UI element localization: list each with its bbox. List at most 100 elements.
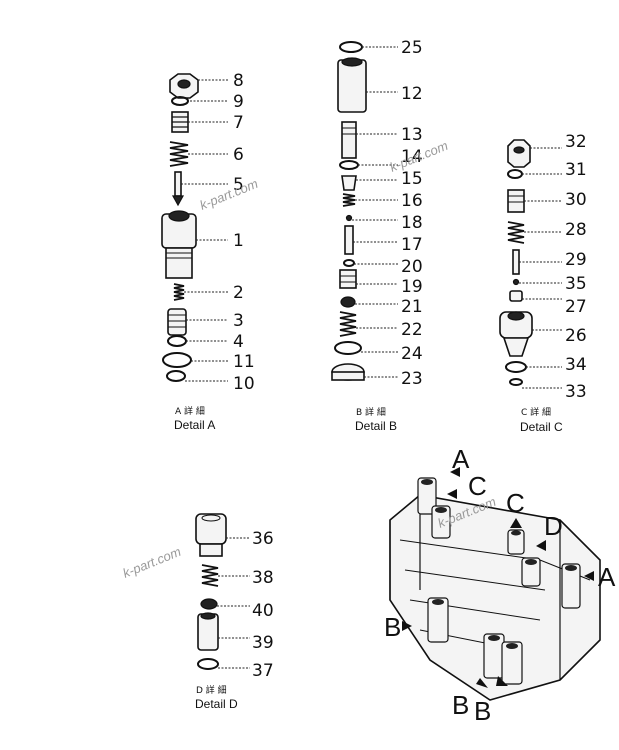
callout-27: 27 <box>565 297 587 317</box>
part-32-nut <box>507 139 531 168</box>
detail-c-group: 32 31 30 28 29 35 27 26 34 33 C 詳 細 Deta… <box>499 132 587 434</box>
detail-a-caption: Detail A <box>174 418 215 432</box>
part-17-stem <box>344 225 354 255</box>
part-38-spring <box>201 564 219 587</box>
detail-a-jp: A 詳 細 <box>175 405 205 417</box>
detail-c-jp: C 詳 細 <box>521 406 551 418</box>
callout-2: 2 <box>233 283 244 303</box>
detail-a-group: 8 9 7 6 5 1 2 3 4 11 10 A 詳 細 Detail A <box>161 71 255 432</box>
callout-28: 28 <box>565 220 587 240</box>
callout-26: 26 <box>565 326 587 346</box>
callout-31: 31 <box>565 160 587 180</box>
part-5-pin <box>171 171 185 207</box>
callout-20: 20 <box>401 257 423 277</box>
part-16-spring <box>342 193 356 207</box>
part-37-oring <box>197 658 219 670</box>
part-3-seat <box>167 308 187 336</box>
callout-35: 35 <box>565 274 587 294</box>
callout-40: 40 <box>252 601 274 621</box>
assembly-label-c-mid: C <box>506 488 525 518</box>
part-33-oring <box>509 378 523 386</box>
callout-22: 22 <box>401 320 423 340</box>
part-36-cap <box>195 513 227 557</box>
callout-23: 23 <box>401 369 423 389</box>
part-15-poppet <box>341 175 357 191</box>
callout-21: 21 <box>401 297 423 317</box>
callout-9: 9 <box>233 92 244 112</box>
part-2-spring <box>173 283 185 301</box>
detail-d-jp: D 詳 細 <box>196 684 227 696</box>
part-19-piston <box>339 269 357 289</box>
assembly-label-a-right: A <box>598 562 616 592</box>
part-28-spring <box>507 221 525 244</box>
detail-c-caption: Detail C <box>520 420 563 434</box>
callout-14: 14 <box>401 147 423 167</box>
callout-38: 38 <box>252 568 274 588</box>
callout-1: 1 <box>233 231 244 251</box>
valve-assembly-illustration: A C C D A B B B <box>384 444 616 726</box>
assembly-label-c-left: C <box>468 471 487 501</box>
part-25-oring <box>339 41 363 53</box>
callout-39: 39 <box>252 633 274 653</box>
callout-11: 11 <box>233 352 255 372</box>
assembly-label-b-left: B <box>384 612 401 642</box>
callout-7: 7 <box>233 113 244 133</box>
callout-8: 8 <box>233 71 244 91</box>
part-9-oring <box>171 96 189 106</box>
part-8-nut <box>169 73 199 99</box>
callout-37: 37 <box>252 661 274 681</box>
part-27-seat <box>509 290 523 302</box>
callout-33: 33 <box>565 382 587 402</box>
assembly-label-d: D <box>544 511 563 541</box>
callout-17: 17 <box>401 235 423 255</box>
part-20-ring <box>343 259 355 267</box>
part-10-oring <box>166 370 186 382</box>
watermark-d: k-part.com <box>121 544 184 581</box>
part-12-cap <box>337 57 367 113</box>
callout-4: 4 <box>233 332 244 352</box>
watermark-a: k-part.com <box>198 176 261 213</box>
part-14-oring <box>339 160 359 170</box>
detail-d-group: 36 38 40 39 37 D 詳 細 Detail D <box>195 513 274 711</box>
callout-25: 25 <box>401 38 423 58</box>
part-13-plug <box>341 121 357 159</box>
callout-15: 15 <box>401 169 423 189</box>
part-34-oring <box>505 361 527 373</box>
callout-19: 19 <box>401 277 423 297</box>
assembly-label-b-bottom1: B <box>452 690 469 720</box>
part-4-oring <box>167 335 187 347</box>
callout-30: 30 <box>565 190 587 210</box>
part-18-ball <box>345 214 353 222</box>
callout-36: 36 <box>252 529 274 549</box>
detail-d-caption: Detail D <box>195 697 238 711</box>
part-23-base-plug <box>331 363 365 381</box>
callout-3: 3 <box>233 311 244 331</box>
callout-29: 29 <box>565 250 587 270</box>
part-29-pin <box>512 249 520 275</box>
part-31-oring <box>507 169 523 179</box>
part-11-oring <box>162 352 192 368</box>
part-22-spring <box>339 311 357 337</box>
assembly-label-a-top: A <box>452 444 470 474</box>
callout-32: 32 <box>565 132 587 152</box>
assembly-label-b-bottom2: B <box>474 696 491 726</box>
callout-13: 13 <box>401 125 423 145</box>
part-7-plug <box>171 111 189 133</box>
part-40-washer <box>200 598 218 610</box>
part-35-ball <box>512 278 520 286</box>
callout-12: 12 <box>401 84 423 104</box>
part-1-valve-body <box>161 210 197 279</box>
callout-34: 34 <box>565 355 587 375</box>
detail-b-jp: B 詳 細 <box>356 406 386 418</box>
callout-16: 16 <box>401 191 423 211</box>
detail-b-caption: Detail B <box>355 419 397 433</box>
part-6-spring <box>169 141 189 167</box>
part-24-oring <box>334 341 362 355</box>
detail-b-group: 25 12 13 14 15 16 18 17 20 19 21 22 24 2… <box>331 38 423 433</box>
callout-18: 18 <box>401 213 423 233</box>
part-26-body <box>499 311 533 357</box>
callout-10: 10 <box>233 374 255 394</box>
part-21-washer <box>340 296 356 308</box>
callout-5: 5 <box>233 175 244 195</box>
